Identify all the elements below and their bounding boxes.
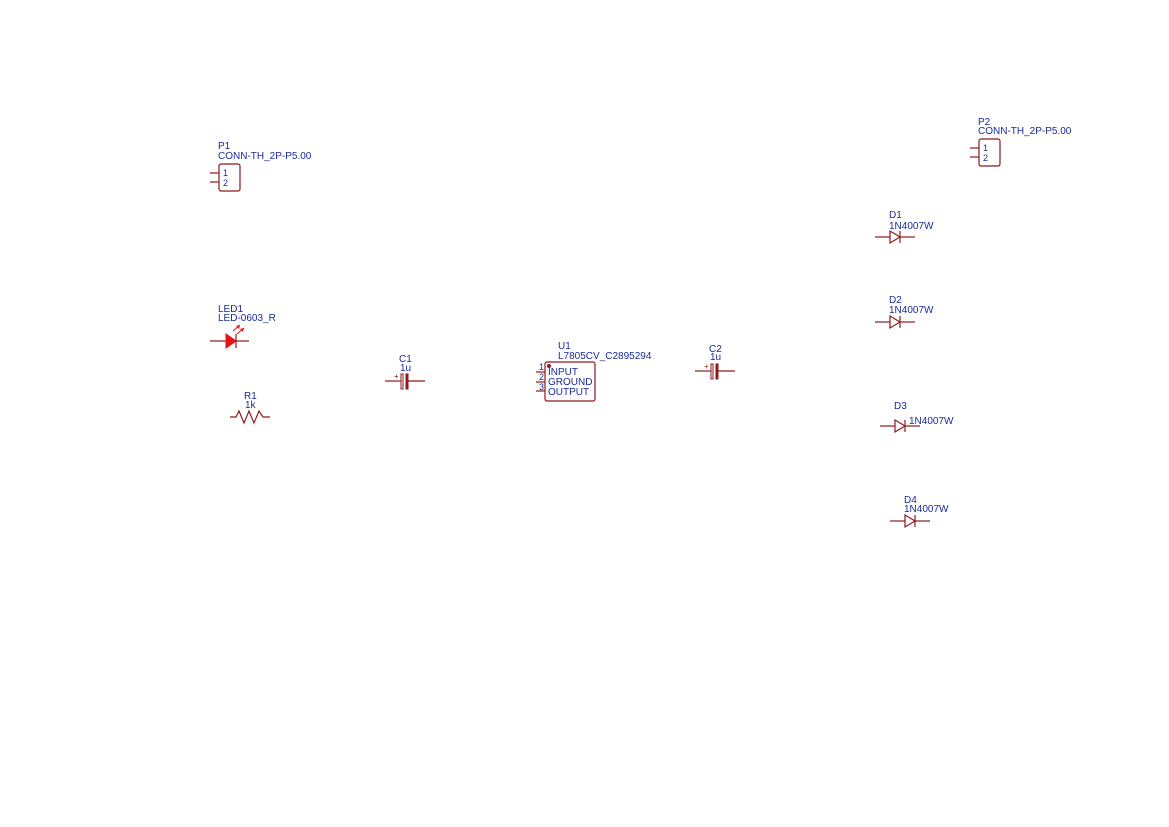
c2-value: 1u: [710, 352, 721, 363]
diode-d3[interactable]: D3 1N4007W: [880, 401, 954, 434]
c2-plus-icon: +: [704, 362, 709, 371]
diode-d1[interactable]: D1 1N4007W: [875, 210, 934, 245]
p1-pin2-label: 2: [223, 178, 228, 188]
connector-p1[interactable]: P1 CONN-TH_2P-P5.00 1 2: [210, 141, 312, 192]
p1-pin1-label: 1: [223, 168, 228, 178]
p2-pin2-label: 2: [983, 153, 988, 163]
d1-value: 1N4007W: [889, 221, 934, 232]
led-led1[interactable]: LED1 LED-0603_R: [210, 304, 276, 349]
led1-triangle-icon: [225, 333, 237, 349]
u1-pin2-number: 2: [539, 372, 544, 382]
capacitor-c2[interactable]: C2 1u +: [695, 344, 735, 380]
p2-body: [978, 138, 1001, 167]
d1-ref: D1: [889, 210, 902, 221]
capacitor-c1[interactable]: C1 1u +: [385, 354, 425, 390]
u1-pin3-number: 3: [539, 382, 544, 392]
u1-value: L7805CV_C2895294: [558, 351, 652, 362]
c2-ref: C2: [709, 344, 722, 355]
r1-ref: R1: [244, 391, 257, 402]
d4-triangle-icon: [904, 513, 917, 529]
c2-plate-right: [715, 363, 719, 380]
p2-ref: P2: [978, 117, 991, 128]
u1-pin1-dot-icon: [547, 364, 551, 368]
u1-ref: U1: [558, 341, 571, 352]
u1-pin3-name: OUTPUT: [548, 387, 589, 398]
diode-d4[interactable]: D4 1N4007W: [890, 495, 949, 529]
d1-triangle-icon: [889, 229, 902, 245]
d3-ref: D3: [894, 401, 907, 412]
led1-ref: LED1: [218, 304, 243, 315]
c1-ref: C1: [399, 354, 412, 365]
u1-pin1-number: 1: [539, 362, 544, 372]
c1-plate-right: [405, 373, 409, 390]
d3-triangle-icon: [894, 418, 907, 434]
c2-plate-left: [710, 363, 714, 380]
d2-value: 1N4007W: [889, 305, 934, 316]
p1-value: CONN-TH_2P-P5.00: [218, 151, 312, 162]
diode-d2[interactable]: D2 1N4007W: [875, 295, 934, 330]
regulator-u1[interactable]: U1 L7805CV_C2895294 1 2 3 INPUT GROUND O…: [536, 341, 652, 402]
u1-pin1-name: INPUT: [548, 367, 578, 378]
d4-ref: D4: [904, 495, 917, 506]
d2-ref: D2: [889, 295, 902, 306]
p2-pin1-label: 1: [983, 143, 988, 153]
u1-pin2-name: GROUND: [548, 377, 592, 388]
led1-value: LED-0603_R: [218, 313, 276, 324]
led1-emission-arrows-icon: [232, 324, 245, 335]
p1-body: [218, 163, 241, 192]
p1-ref: P1: [218, 141, 231, 152]
c1-value: 1u: [400, 363, 411, 374]
d4-value: 1N4007W: [904, 504, 949, 515]
r1-zigzag-icon: [230, 409, 270, 425]
connector-p2[interactable]: P2 CONN-TH_2P-P5.00 1 2: [970, 117, 1072, 167]
d3-value: 1N4007W: [909, 416, 954, 427]
c1-plate-left: [400, 373, 404, 390]
r1-value: 1k: [245, 400, 257, 411]
resistor-r1[interactable]: R1 1k: [230, 391, 270, 425]
p2-value: CONN-TH_2P-P5.00: [978, 126, 1072, 137]
d2-triangle-icon: [889, 314, 902, 330]
c1-plus-icon: +: [394, 372, 399, 381]
